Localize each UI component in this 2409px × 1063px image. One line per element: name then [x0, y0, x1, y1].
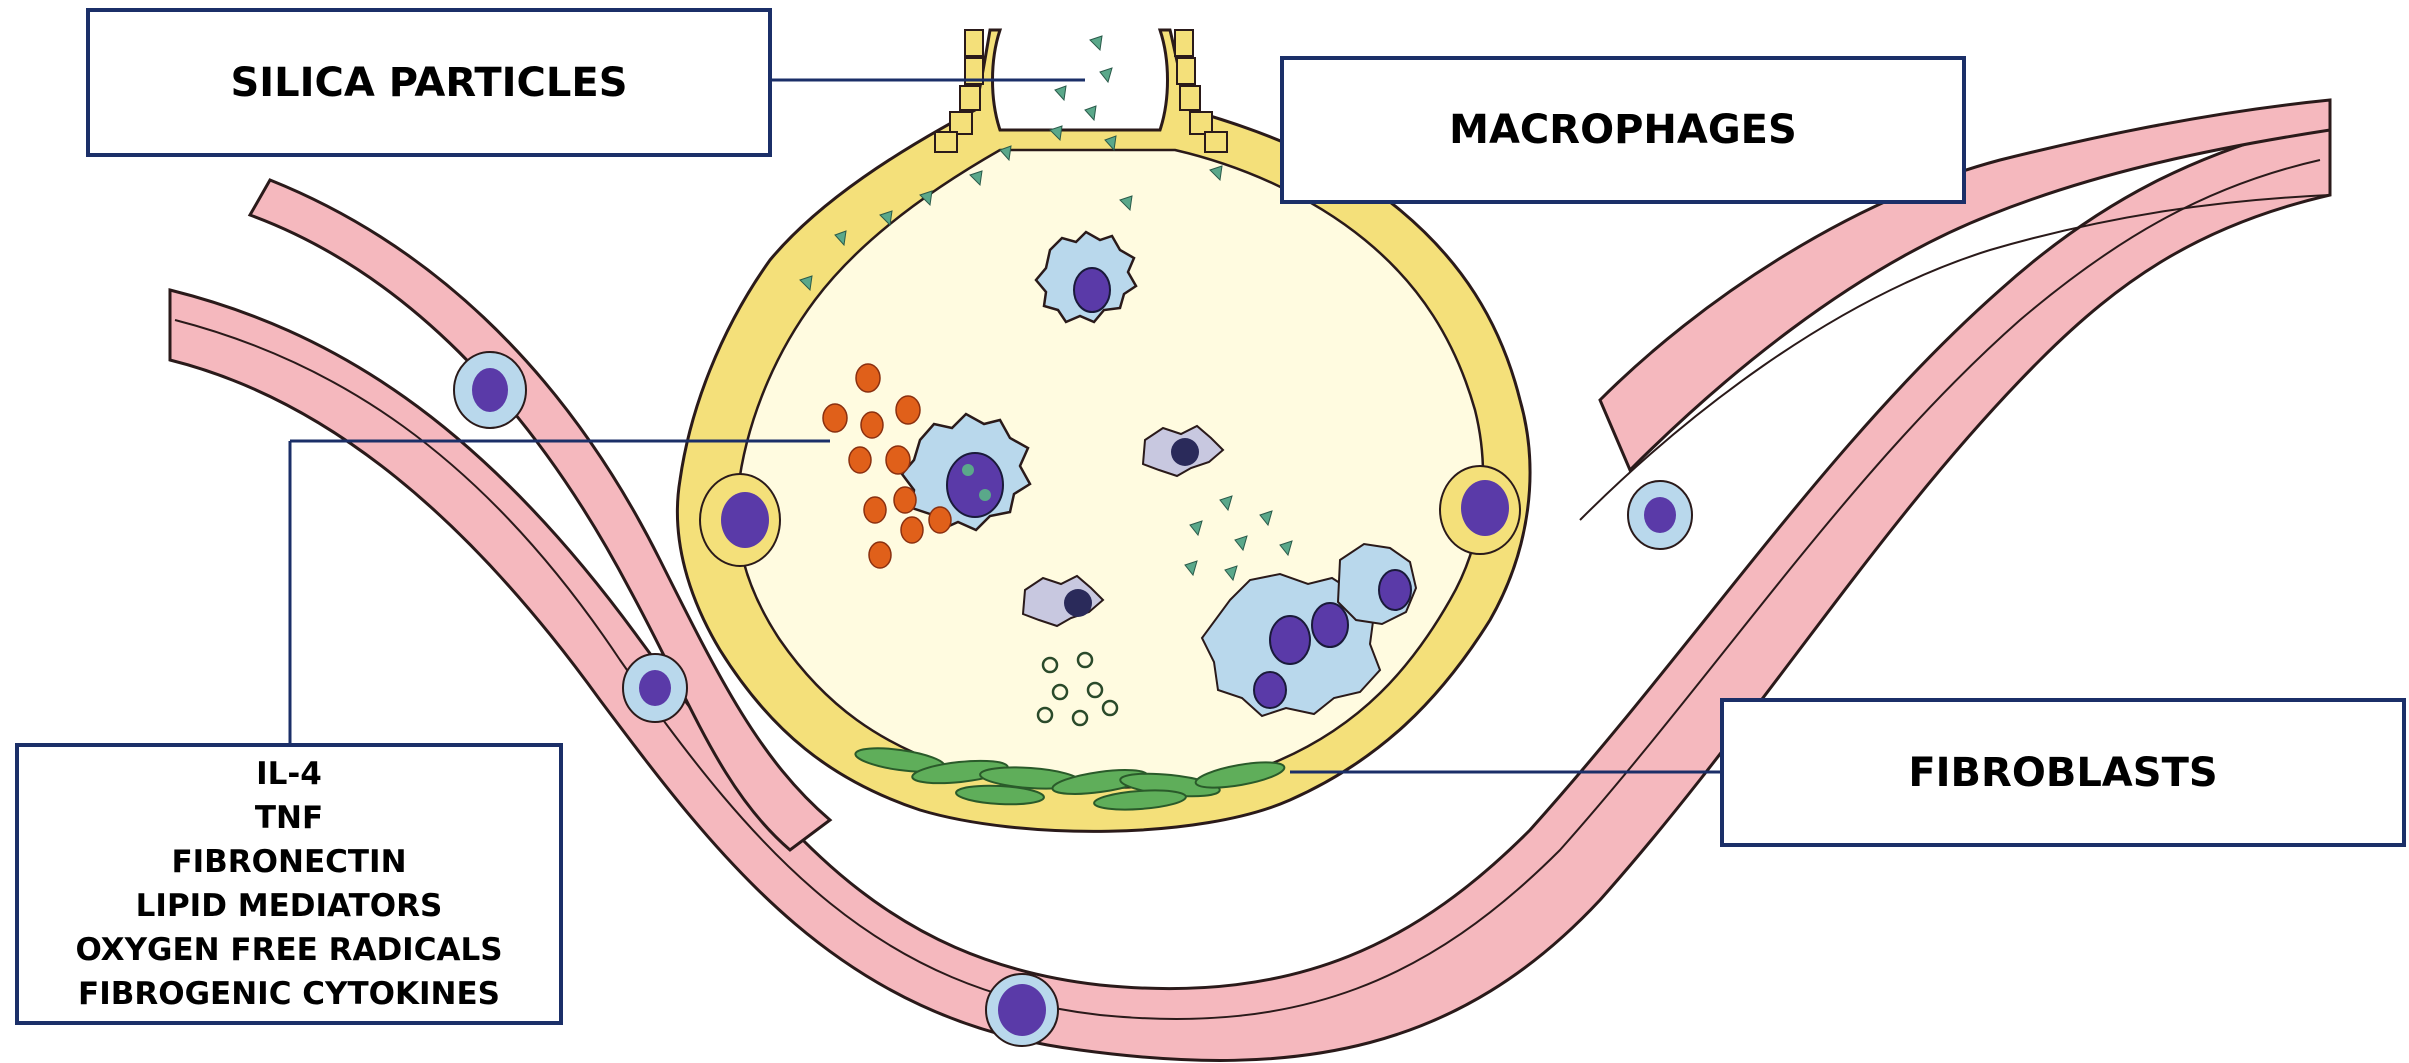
wall-cell-left	[700, 474, 780, 566]
vessel-leukocyte	[1628, 481, 1692, 549]
label-silica-particles-text: SILICA PARTICLES	[230, 60, 627, 106]
vessel-leukocyte	[623, 654, 687, 722]
mediator-item: FIBROGENIC CYTOKINES	[78, 972, 500, 1016]
mediator-item: TNF	[255, 796, 323, 840]
mediator-item: OXYGEN FREE RADICALS	[75, 928, 502, 972]
vessel-leukocyte	[454, 352, 526, 428]
mediator-item: IL-4	[256, 752, 322, 796]
label-silica-particles: SILICA PARTICLES	[86, 8, 772, 157]
label-fibroblasts-text: FIBROBLASTS	[1908, 750, 2217, 796]
label-macrophages-text: MACROPHAGES	[1449, 107, 1797, 153]
vessel-leukocyte	[986, 974, 1058, 1046]
label-mediators: IL-4 TNF FIBRONECTIN LIPID MEDIATORS OXY…	[15, 743, 563, 1025]
mediator-item: LIPID MEDIATORS	[136, 884, 443, 928]
label-macrophages: MACROPHAGES	[1280, 56, 1966, 204]
wall-cell-right	[1440, 466, 1520, 554]
mediator-item: FIBRONECTIN	[171, 840, 406, 884]
label-fibroblasts: FIBROBLASTS	[1720, 698, 2406, 847]
